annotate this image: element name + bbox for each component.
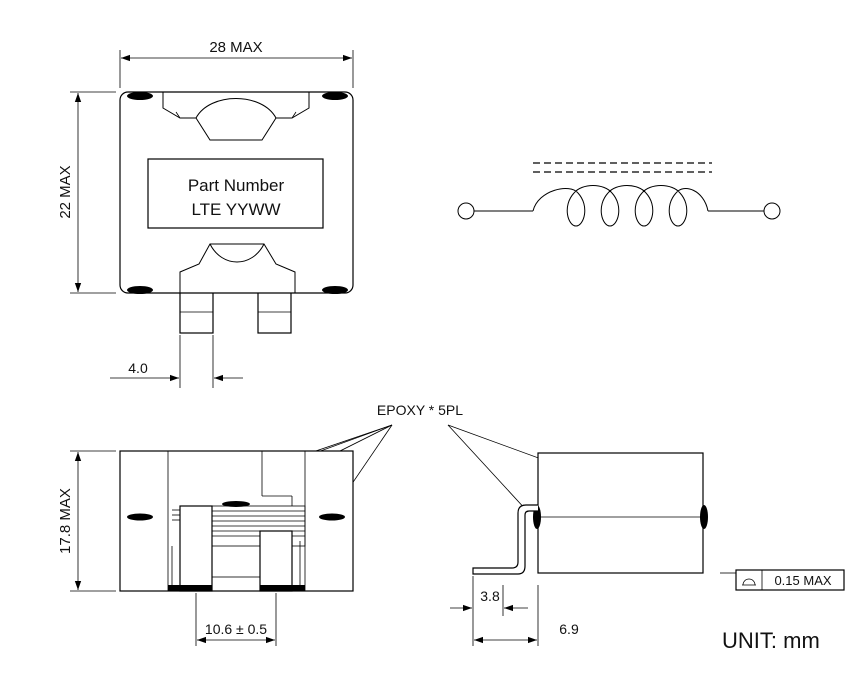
- side-view: 3.8 6.9 0.15 MAX: [450, 452, 845, 646]
- top-core-arc: [162, 92, 310, 141]
- front-lead-right: [259, 530, 293, 592]
- side-lead: [472, 504, 538, 575]
- front-height-dimension: 17.8 MAX: [57, 488, 74, 554]
- coil-windings: [532, 185, 709, 227]
- offset-dimension: 6.9: [559, 621, 579, 637]
- inductor-schematic-symbol: [457, 162, 781, 227]
- top-view: Part Number LTE YYWW 28 MAX 22 MAX 4.0: [57, 39, 354, 388]
- bottom-core-arc: [179, 243, 296, 293]
- marking-part-number: Part Number: [188, 176, 285, 195]
- lead-dimension: 3.8: [480, 588, 500, 604]
- profile-of-surface-icon: [742, 578, 756, 586]
- marking-date-code: LTE YYWW: [191, 200, 280, 219]
- marking-label-box: [147, 158, 324, 229]
- front-view: 17.8 MAX 10.6 ± 0.5: [57, 450, 354, 646]
- side-body-outline: [537, 452, 704, 574]
- front-lead-left: [179, 505, 213, 592]
- pitch-dimension: 10.6 ± 0.5: [205, 621, 267, 637]
- epoxy-label: EPOXY * 5PL: [377, 402, 463, 418]
- unit-note: UNIT: mm: [722, 628, 820, 653]
- top-width-dimension: 28 MAX: [209, 39, 262, 56]
- coplanarity-value: 0.15 MAX: [774, 573, 831, 588]
- top-height-dimension: 22 MAX: [57, 165, 74, 218]
- coplanarity-frame: [735, 569, 845, 591]
- pin-width-dimension: 4.0: [128, 360, 148, 376]
